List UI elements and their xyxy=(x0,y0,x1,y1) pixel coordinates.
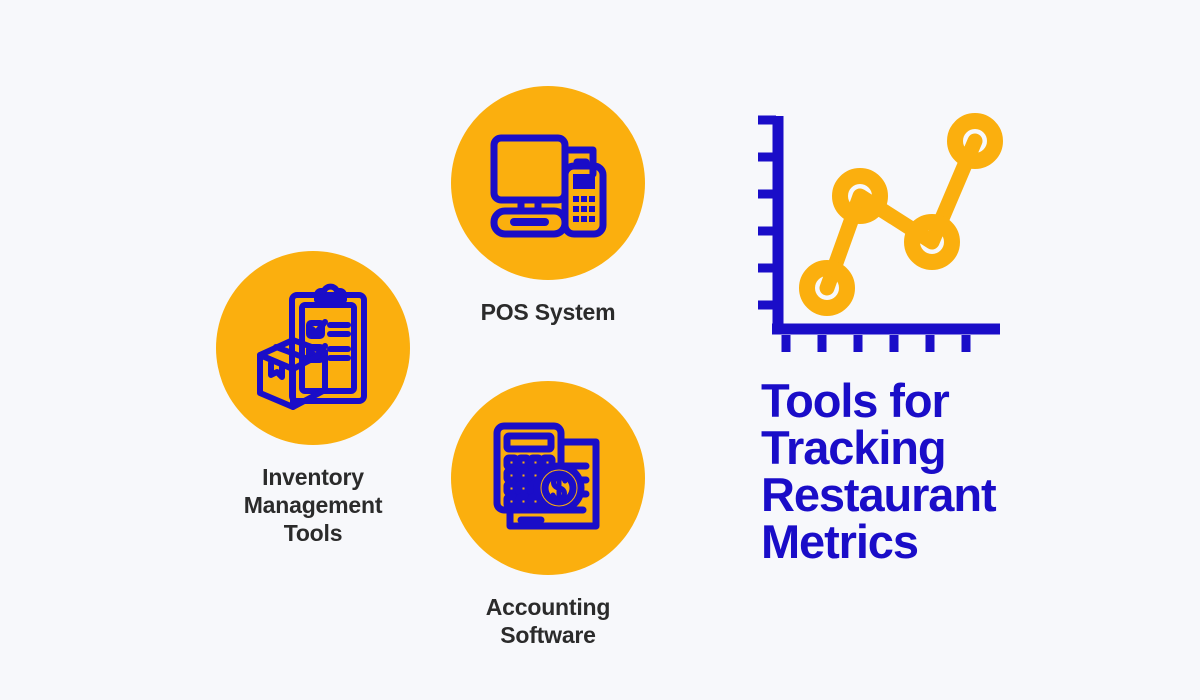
card-accounting-caption: Accounting Software xyxy=(485,594,611,649)
chart-x-ticks xyxy=(781,335,971,352)
chart-data-points xyxy=(799,113,1003,316)
metrics-line-chart xyxy=(752,96,1024,358)
chart-axes xyxy=(772,116,1000,335)
clipboard-checklist-and-box-icon xyxy=(257,283,367,410)
chart-point-4 xyxy=(947,113,1003,169)
card-inventory-management-tools[interactable]: Inventory Management Tools xyxy=(160,251,466,547)
chart-line-series xyxy=(819,133,983,296)
card-pos-system[interactable]: POS System xyxy=(398,86,698,326)
page-title: Tools for Tracking Restaurant Metrics xyxy=(761,374,997,568)
pos-terminal-monitor-and-card-reader-icon xyxy=(490,134,607,238)
card-inventory-caption: Inventory Management Tools xyxy=(243,464,383,547)
pos-icon-circle xyxy=(451,86,645,280)
accounting-icon-circle xyxy=(451,381,645,575)
chart-y-ticks xyxy=(758,115,776,310)
chart-point-1 xyxy=(799,260,855,316)
calculator-document-and-dollar-coin-icon xyxy=(493,422,600,530)
card-pos-caption: POS System xyxy=(480,299,616,325)
chart-point-3 xyxy=(904,214,960,270)
inventory-icon-circle xyxy=(216,251,410,445)
chart-point-2 xyxy=(832,168,888,224)
card-accounting-software[interactable]: Accounting Software xyxy=(398,381,698,649)
